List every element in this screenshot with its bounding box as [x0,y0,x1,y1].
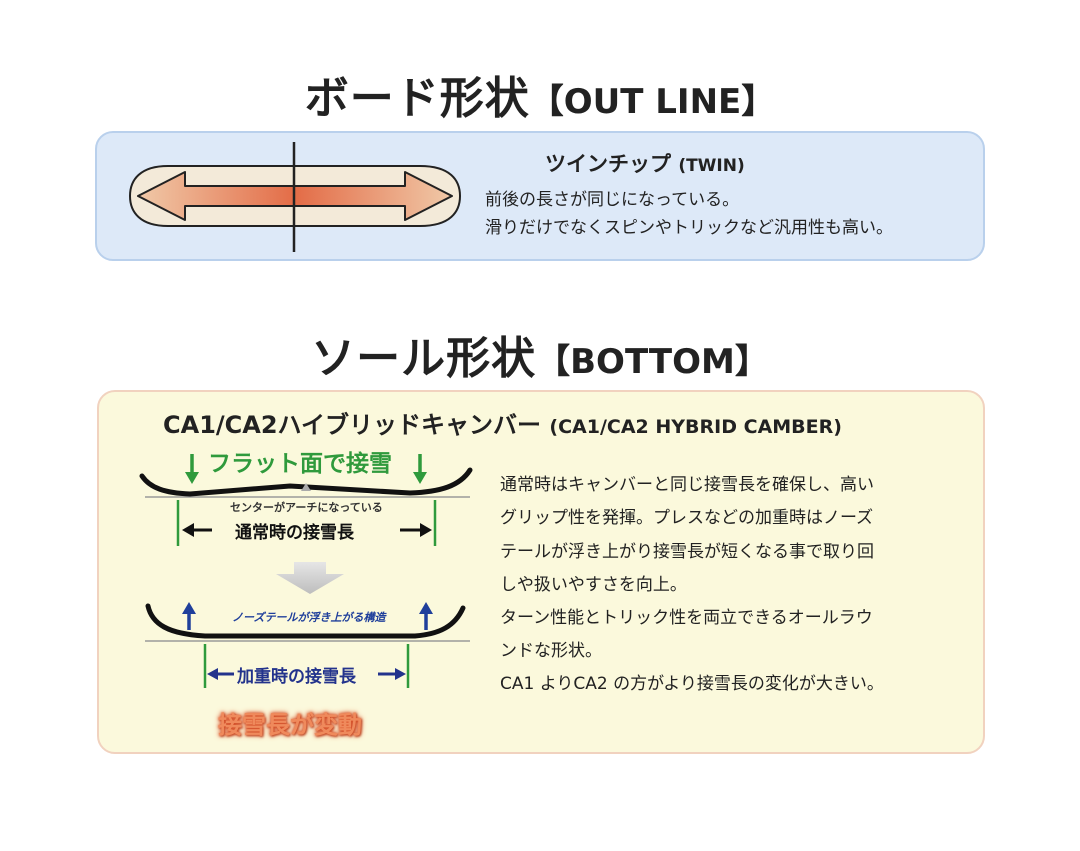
camber-description-line: 通常時はキャンバーと同じ接雪長を確保し、高い [500,475,874,495]
loaded-length-arrow-left [207,668,234,680]
twin-tip-title-en: (TWIN) [678,156,745,176]
flat-contact-label: フラット面で接雪 [208,451,392,477]
camber-description-line: ターン性能とトリック性を両立できるオールラウ [500,608,873,628]
normal-contact-length-label: 通常時の接雪長 [235,523,354,543]
twin-description-line: 前後の長さが同じになっている。 [485,190,740,210]
twin-tip-title: ツインチップ (TWIN) [545,148,745,178]
normal-length-arrow-left [182,523,212,537]
loaded-contact-length-label: 加重時の接雪長 [237,667,356,687]
camber-title: CA1/CA2ハイブリッドキャンバー (CA1/CA2 HYBRID CAMBE… [163,405,842,440]
outline-heading-text: ボード形状 [304,73,530,124]
lift-arrow-left [182,602,196,630]
bottom-panel [97,390,985,754]
lift-arrow-right [419,602,433,630]
camber-title-en: (CA1/CA2 HYBRID CAMBER) [549,416,842,438]
outline-heading: ボード形状【OUT LINE】 [0,62,1080,126]
nose-tail-lift-label: ノーズテールが浮き上がる構造 [232,611,386,624]
transition-arrow [276,562,344,594]
camber-description-line: グリップ性を発揮。プレスなどの加重時はノーズ [500,508,874,528]
outline-heading-en: 【OUT LINE】 [529,82,776,122]
normal-length-arrow-right [400,523,432,537]
bottom-heading-en: 【BOTTOM】 [536,342,769,382]
twin-tip-title-ja: ツインチップ [545,152,671,176]
flat-arrow-left [185,454,199,484]
bottom-heading-text: ソール形状 [311,333,537,384]
arch-center-label: センターがアーチになっている [230,501,383,514]
loaded-length-arrow-right [378,668,406,680]
twin-description-line: 滑りだけでなくスピンやトリックなど汎用性も高い。 [485,218,893,238]
center-marker [301,483,311,491]
camber-title-ja: CA1/CA2ハイブリッドキャンバー [163,411,542,439]
bottom-heading: ソール形状【BOTTOM】 [0,322,1080,386]
camber-description-line: しや扱いやすさを向上。 [500,575,687,595]
contact-length-varies-label: 接雪長が変動 [218,711,362,739]
board-profile-lower [145,603,466,639]
camber-description-line: ンドな形状。 [500,641,602,661]
flat-arrow-right [413,454,427,484]
camber-description-line: テールが浮き上がり接雪長が短くなる事で取り回 [500,542,874,562]
camber-description-line: CA1 よりCA2 の方がより接雪長の変化が大きい。 [500,674,884,694]
board-profile-upper [139,467,473,497]
